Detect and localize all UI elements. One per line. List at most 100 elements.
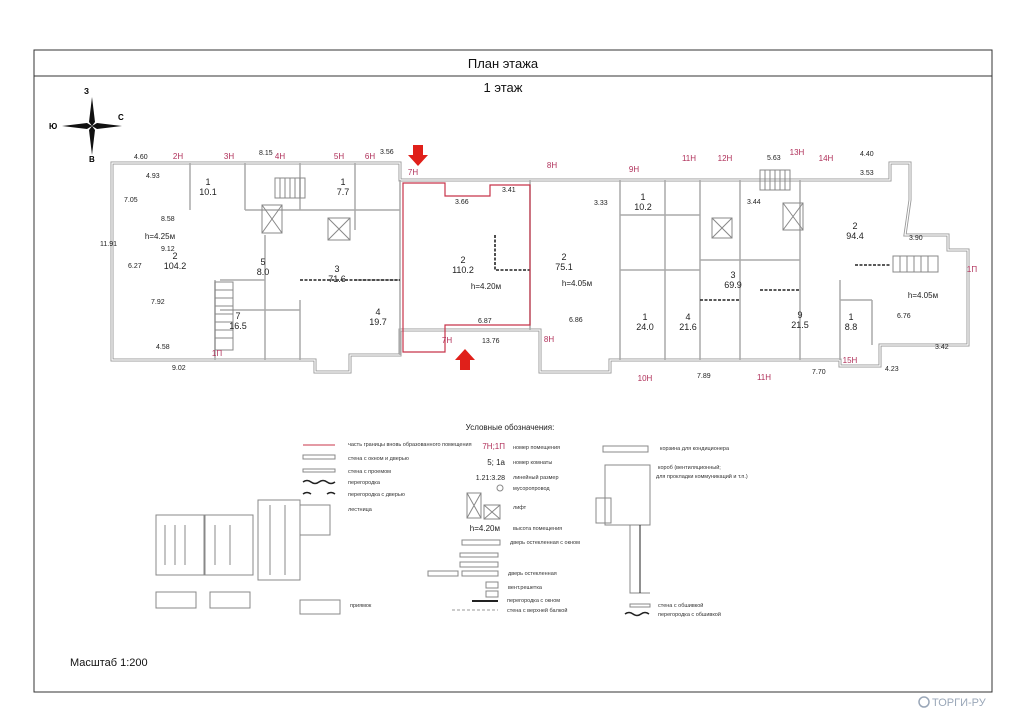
unit-label: 13Н xyxy=(790,148,805,157)
dimension: 6.86 xyxy=(569,317,583,324)
dimension: 9.12 xyxy=(161,246,175,253)
legend-label: вент.решетка xyxy=(508,585,543,591)
legend-label: перегородка с обшивкой xyxy=(658,611,721,618)
unit-label: 11Н xyxy=(682,154,696,163)
room-height: h=4.05м xyxy=(562,279,592,288)
compass-south: В xyxy=(89,155,95,164)
legend-label: стена с обшивкой xyxy=(658,602,703,609)
building-outline xyxy=(110,161,970,374)
room-height: h=4.25м xyxy=(145,232,175,241)
room-number: 1 xyxy=(640,192,645,202)
room-number: 3 xyxy=(334,264,339,274)
legend-label: часть границы вновь образованного помеще… xyxy=(348,442,472,448)
new-premises-boundary xyxy=(402,182,531,353)
dimension: 6.87 xyxy=(478,318,492,325)
room-number: 2 xyxy=(172,251,177,261)
dimension: 4.23 xyxy=(885,366,899,373)
dimension: 7.89 xyxy=(697,373,711,380)
legend-label: корзина для кондиционера xyxy=(660,446,730,452)
elevator-icon xyxy=(327,217,351,241)
legend-label: перегородка с дверью xyxy=(348,492,405,498)
room-number: 2 xyxy=(460,255,465,265)
watermark-text: ТОРГИ-РУ xyxy=(932,697,987,709)
room-number: 1 xyxy=(340,177,345,187)
dimension: 3.56 xyxy=(380,149,394,156)
legend: Условные обозначения: часть границы внов… xyxy=(155,423,748,618)
scale-label: Масштаб 1:200 xyxy=(70,657,148,669)
dimension: 3.66 xyxy=(455,199,469,206)
room-area: 104.2 xyxy=(164,261,187,271)
legend-label: приямок xyxy=(350,603,372,609)
unit-label: 8Н xyxy=(547,161,557,170)
dimension: 7.05 xyxy=(124,197,138,204)
stair-icon xyxy=(274,177,306,199)
dimension: 3.42 xyxy=(935,344,949,351)
unit-label: 1П xyxy=(212,349,222,358)
legend-label: для прокладки коммуникаций и т.п.) xyxy=(656,473,748,480)
unit-label: 10Н xyxy=(638,374,653,383)
legend-label: перегородка xyxy=(348,480,381,486)
room-height: h=4.05м xyxy=(908,291,938,300)
unit-label: 7Н xyxy=(408,168,418,177)
dimension: 13.76 xyxy=(482,338,500,345)
room-height: h=4.20м xyxy=(471,282,501,291)
legend-label: мусоропровод xyxy=(513,486,550,492)
unit-label: 5Н xyxy=(334,152,344,161)
dimension: 5.63 xyxy=(767,155,781,162)
legend-label: дверь остекленная с окном xyxy=(510,540,580,546)
unit-label: 8Н xyxy=(544,335,554,344)
legend-label: стена с окном и дверью xyxy=(348,456,409,462)
unit-label: 2Н xyxy=(173,152,183,161)
room-number: 4 xyxy=(685,312,690,322)
legend-label: номер помещения xyxy=(513,445,560,451)
legend-title: Условные обозначения: xyxy=(466,423,555,432)
page-title: План этажа xyxy=(468,56,539,71)
legend-sample: h=4.20м xyxy=(470,524,500,533)
room-number: 4 xyxy=(375,307,380,317)
watermark: ТОРГИ-РУ xyxy=(918,696,987,709)
room-area: 69.9 xyxy=(724,280,742,290)
room-area: 16.5 xyxy=(229,321,247,331)
legend-label: стена с верхней балкой xyxy=(507,607,567,614)
dimension: 3.44 xyxy=(747,199,761,206)
sheet-frame xyxy=(33,49,993,693)
unit-label: 1П xyxy=(967,265,977,274)
dimension: 3.53 xyxy=(860,170,874,177)
room-number: 2 xyxy=(852,221,857,231)
legend-label: дверь остекленная xyxy=(508,571,557,577)
dimension: 4.40 xyxy=(860,151,874,158)
legend-label: перегородка с окном xyxy=(507,598,560,604)
dimension: 7.92 xyxy=(151,299,165,306)
dimension: 3.33 xyxy=(594,200,608,207)
room-area: 75.1 xyxy=(555,262,573,272)
room-area: 8.0 xyxy=(257,267,270,277)
room-area: 21.5 xyxy=(791,320,809,330)
legend-label: линейный размер xyxy=(513,474,559,481)
legend-label: лестница xyxy=(348,507,373,513)
legend-sample: 5; 1а xyxy=(487,458,505,467)
unit-label: 12Н xyxy=(718,154,733,163)
compass-west: Ю xyxy=(49,122,57,131)
stair-sample-icon xyxy=(155,499,301,609)
dimension: 9.02 xyxy=(172,365,186,372)
unit-label: 9Н xyxy=(629,165,639,174)
legend-label: короб (вентиляционный; xyxy=(658,464,721,471)
dimension: 8.15 xyxy=(259,150,273,157)
dimension: 11.91 xyxy=(100,241,117,248)
legend-sample: 1.21:3.28 xyxy=(476,475,505,482)
unit-label: 14Н xyxy=(819,154,834,163)
room-number: 3 xyxy=(730,270,735,280)
room-area: 24.0 xyxy=(636,322,654,332)
room-number: 9 xyxy=(797,310,802,320)
room-area: 7.7 xyxy=(337,187,350,197)
dimension-labels: 4.60 4.93 7.05 11.91 8.58 9.12 6.27 7.92… xyxy=(100,149,949,380)
entrance-arrow-icon xyxy=(455,349,475,370)
room-area: 10.2 xyxy=(634,202,652,212)
room-area: 8.8 xyxy=(845,322,858,332)
elevator-icon xyxy=(261,204,283,234)
dimension: 4.93 xyxy=(146,173,160,180)
dimension: 6.76 xyxy=(897,313,911,320)
compass-east: С xyxy=(118,113,124,122)
